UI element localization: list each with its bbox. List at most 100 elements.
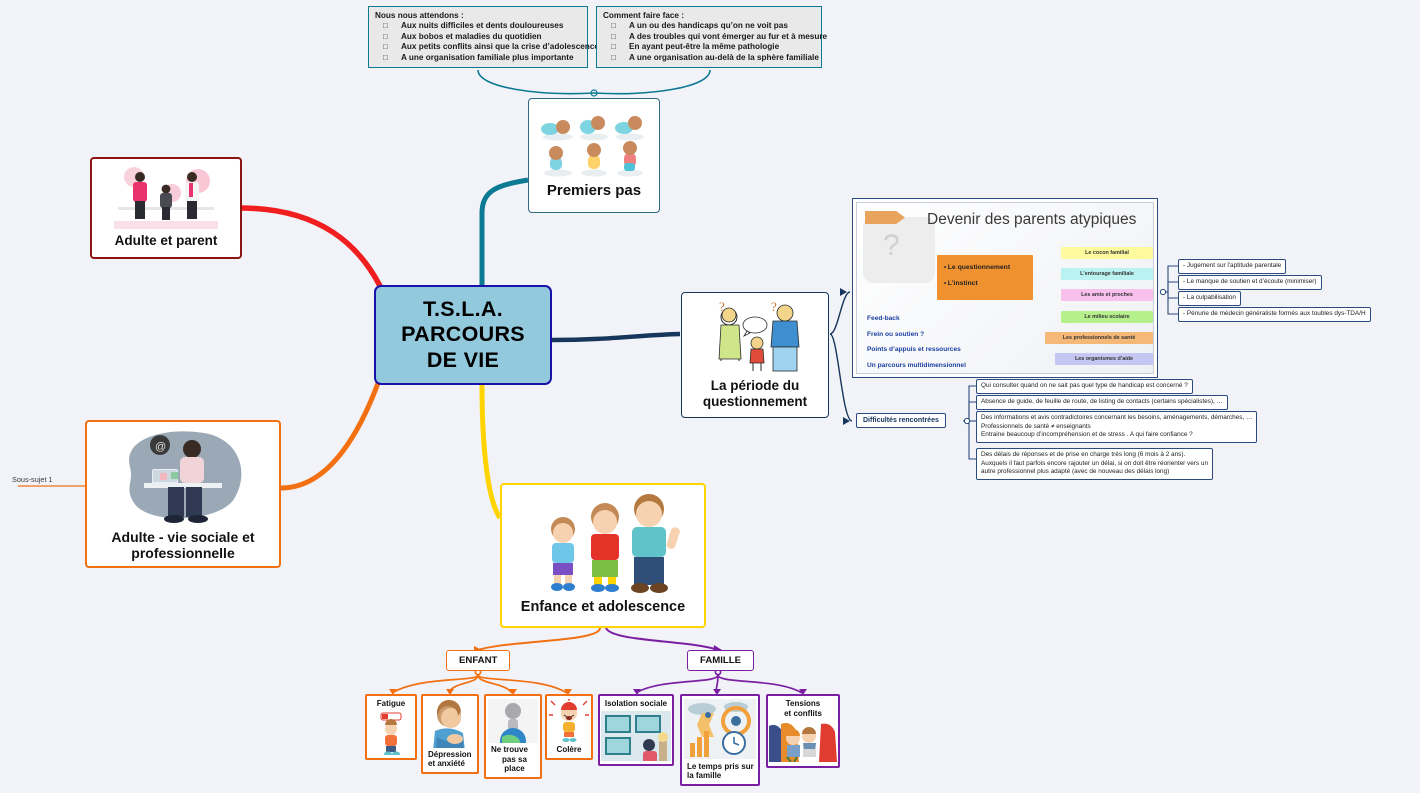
link-header2-premierspas <box>593 69 711 95</box>
leaf-temps-pris-famille[interactable]: Le temps pris sur la famille <box>680 694 760 786</box>
header-box-title: Nous nous attendons : <box>375 11 464 20</box>
chip-organismes-aide: Les organismes d’aide <box>1055 353 1153 366</box>
difficulte-line: Des informations et avis contradictoires… <box>981 414 1253 422</box>
difficulte-box-1[interactable]: Qui consulter quand on ne sait pas quel … <box>976 379 1193 394</box>
difficulte-line: Qui consulter quand on ne sait pas quel … <box>981 382 1188 390</box>
orange-item: Le questionnement <box>944 260 1029 276</box>
central-line-2: PARCOURS <box>401 322 525 347</box>
central-line-3: DE VIE <box>426 347 500 372</box>
header-box-comment-faire-face: Comment faire face : A un ou des handica… <box>596 6 827 68</box>
difficulte-line: Entraine beaucoup d’incompréhension et d… <box>981 431 1193 439</box>
blue-item: Feed-back <box>867 315 900 322</box>
sous-sujet-label: Sous-sujet 1 <box>12 475 53 484</box>
annotation-manque-soutien[interactable]: - Le manque de soutien et d’écoute (mini… <box>1178 275 1322 290</box>
central-node-tsla[interactable]: T.S.L.A. PARCOURS DE VIE <box>374 285 552 385</box>
list-item: Aux bobos et maladies du quotidien <box>375 32 581 43</box>
panel-title: Devenir des parents atypiques <box>927 211 1137 228</box>
link-central-periode <box>551 331 681 343</box>
leaf-label: Colère <box>556 745 582 755</box>
node-label: Adulte - vie sociale et professionnelle <box>111 528 255 561</box>
node-label: La période du questionnement <box>702 378 808 409</box>
leaf-label: Isolation sociale <box>604 699 668 708</box>
difficulte-box-2[interactable]: Absence de guide, de feuille de route, d… <box>976 395 1228 410</box>
colere-illustration <box>549 699 589 743</box>
panel-annotation-links <box>1160 265 1178 315</box>
list-item: Aux petits conflits ainsi que la crise d… <box>375 42 599 53</box>
adulte-parent-illustration <box>114 163 218 229</box>
list-item: A un ou des handicaps qu’on ne voit pas <box>603 21 815 32</box>
tab-arrow-icon <box>865 211 905 224</box>
list-item: A une organisation familiale plus import… <box>375 53 581 64</box>
chip-professionnels-sante: Les professionnels de santé <box>1045 332 1153 345</box>
leaf-isolation-sociale[interactable]: Isolation sociale <box>598 694 674 766</box>
node-periode-questionnement[interactable]: ? ? La période du questionnement <box>681 292 829 418</box>
node-label: Premiers pas <box>546 182 642 199</box>
list-item: A des troubles qui vont émerger au fur e… <box>603 32 827 43</box>
branch-label-famille[interactable]: FAMILLE <box>687 650 755 671</box>
leaf-label-line1: Tensions <box>785 699 821 708</box>
difficulte-box-4[interactable]: Des délais de réponses et de prise en ch… <box>976 448 1213 481</box>
panel-orange-box: Le questionnement L'instinct <box>937 255 1033 300</box>
enfance-adolescence-illustration <box>519 491 687 595</box>
leaf-label: Fatigue <box>376 699 406 708</box>
branch-label-enfant[interactable]: ENFANT <box>446 650 511 671</box>
node-enfance-adolescence[interactable]: Enfance et adolescence <box>500 483 706 628</box>
header-box-title: Comment faire face : <box>603 11 684 20</box>
blue-item: Un parcours multidimensionnel <box>867 361 966 369</box>
node-label: Enfance et adolescence <box>520 599 686 615</box>
ne-trouve-place-illustration <box>488 699 538 744</box>
difficulte-line: Absence de guide, de feuille de route, d… <box>981 398 1223 406</box>
leaf-label-line1: Le temps pris sur <box>687 761 754 771</box>
svg-text:@: @ <box>155 441 166 453</box>
link-adultesocial-central <box>280 371 385 491</box>
link-header1-premierspas <box>477 69 595 95</box>
temps-famille-illustration <box>684 699 756 759</box>
leaf-depression-anxiete[interactable]: Dépression et anxiété <box>421 694 479 774</box>
chip-amis-proches: Les amis et proches <box>1061 289 1153 302</box>
blue-item: Frein ou soutien ? <box>867 330 925 338</box>
panel-inner: Devenir des parents atypiques Le questio… <box>856 202 1154 374</box>
difficulte-line: Des délais de réponses et de prise en ch… <box>981 451 1186 459</box>
chip-milieu-scolaire: Le milieu scolaire <box>1061 311 1153 324</box>
annotation-jugement-aptitude[interactable]: - Jugement sur l'aptitude parentale <box>1178 259 1287 274</box>
leaf-label-line1: Ne trouve <box>491 745 528 755</box>
node-adulte-vie-sociale[interactable]: @ Adulte - vie sociale et professionnell… <box>85 420 281 568</box>
list-item: A une organisation au-delà de la sphère … <box>603 53 819 64</box>
periode-questionnement-illustration: ? ? <box>697 297 813 375</box>
leaf-tensions-conflits[interactable]: Tensions et conflits <box>766 694 840 768</box>
annotation-culpabilisation[interactable]: - La culpabilisation <box>1178 291 1241 306</box>
annotation-penurie-medecin[interactable]: - Pénurie de médecin généraliste formés … <box>1178 307 1371 322</box>
node-adulte-et-parent[interactable]: Adulte et parent <box>90 157 242 259</box>
link-central-enfance <box>479 384 503 520</box>
fatigue-illustration <box>369 710 413 755</box>
header-box-list: A un ou des handicaps qu’on ne voit pas … <box>603 21 827 64</box>
depression-illustration <box>425 699 475 748</box>
premiers-pas-illustration <box>536 105 652 177</box>
leaf-fatigue[interactable]: Fatigue <box>365 694 417 760</box>
central-node-text: T.S.L.A. PARCOURS DE VIE <box>401 297 525 373</box>
difficultes-links <box>963 385 976 460</box>
leaf-label-line2: pas sa place <box>502 754 527 774</box>
header-box-nous-nous-attendons: Nous nous attendons : Aux nuits difficil… <box>368 6 599 68</box>
difficultes-rencontrees-label[interactable]: Difficultés rencontrées <box>856 413 946 428</box>
adulte-social-illustration: @ <box>108 427 258 525</box>
svg-text:?: ? <box>771 299 777 314</box>
leaf-colere[interactable]: Colère <box>545 694 593 760</box>
difficulte-line: Professionnels de santé ≠ enseignants <box>981 422 1091 430</box>
link-periode-difficultes <box>829 333 853 422</box>
leaf-label-line2: la famille <box>687 771 722 781</box>
link-periode-panel <box>829 291 851 335</box>
question-mark-icon <box>863 217 935 283</box>
difficulte-box-3[interactable]: Des informations et avis contradictoires… <box>976 411 1258 444</box>
leaf-ne-trouve-pas-sa-place[interactable]: Ne trouve pas sa place <box>484 694 542 779</box>
node-premiers-pas[interactable]: Premiers pas <box>528 98 660 213</box>
link-enfance-famille <box>605 627 719 651</box>
panel-devenir-parents-atypiques[interactable]: Devenir des parents atypiques Le questio… <box>852 198 1158 378</box>
central-line-1: T.S.L.A. <box>422 296 504 321</box>
panel-blue-list: Feed-back Frein ou soutien ? Points d’ap… <box>867 311 966 373</box>
blue-item: Points d’appuis et ressources <box>867 346 961 353</box>
list-item: En ayant peut-être la même pathologie <box>603 42 815 53</box>
enfant-leaf-links <box>391 668 568 694</box>
leaf-label-line2: et conflits <box>784 708 822 718</box>
